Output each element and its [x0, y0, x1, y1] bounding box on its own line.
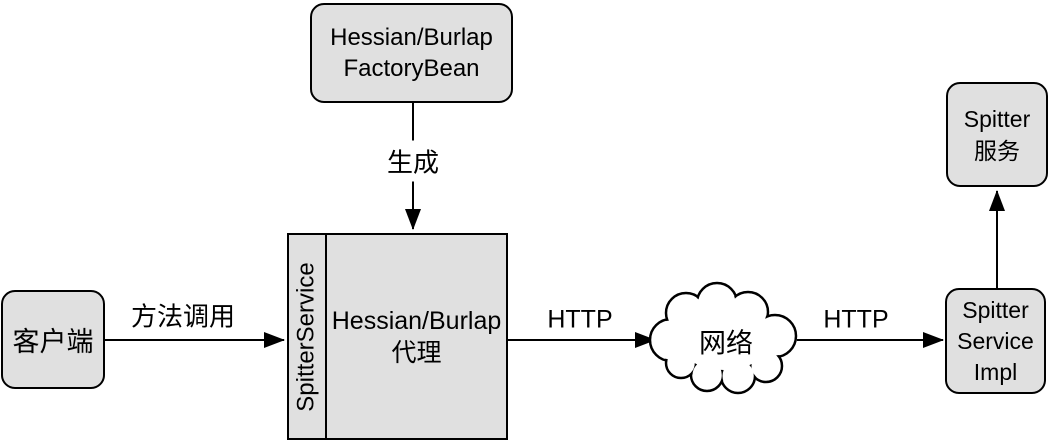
http-edge-label-1: HTTP — [547, 305, 613, 334]
proxy-label-line2: 代理 — [391, 338, 442, 367]
proxy-box: SpitterService Hessian/Burlap 代理 — [287, 233, 508, 440]
factory-bean-label-line2: FactoryBean — [343, 55, 480, 82]
service-impl-box: Spitter Service Impl — [945, 288, 1046, 394]
service-label-line1: Spitter — [963, 105, 1031, 132]
service-label-line2: 服务 — [974, 137, 1020, 164]
service-box: Spitter 服务 — [946, 82, 1048, 187]
network-cloud — [648, 281, 798, 395]
proxy-interface-label: SpitterService — [293, 261, 321, 412]
proxy-interface-strip: SpitterService — [289, 235, 327, 438]
method-call-edge-label: 方法调用 — [130, 301, 236, 332]
client-box: 客户端 — [1, 290, 105, 389]
generate-edge-label: 生成 — [380, 140, 446, 182]
factory-bean-label-line1: Hessian/Burlap — [330, 24, 493, 51]
service-impl-label-line3: Impl — [973, 358, 1018, 385]
proxy-label-line1: Hessian/Burlap — [331, 306, 502, 335]
proxy-body: Hessian/Burlap 代理 — [327, 235, 506, 438]
client-label: 客户端 — [12, 327, 94, 357]
service-impl-label-line1: Spitter — [962, 296, 1029, 323]
factory-bean-box: Hessian/Burlap FactoryBean — [310, 3, 513, 103]
network-label: 网络 — [699, 328, 753, 359]
service-impl-label-line2: Service — [957, 327, 1034, 354]
http-edge-label-2: HTTP — [823, 305, 889, 334]
